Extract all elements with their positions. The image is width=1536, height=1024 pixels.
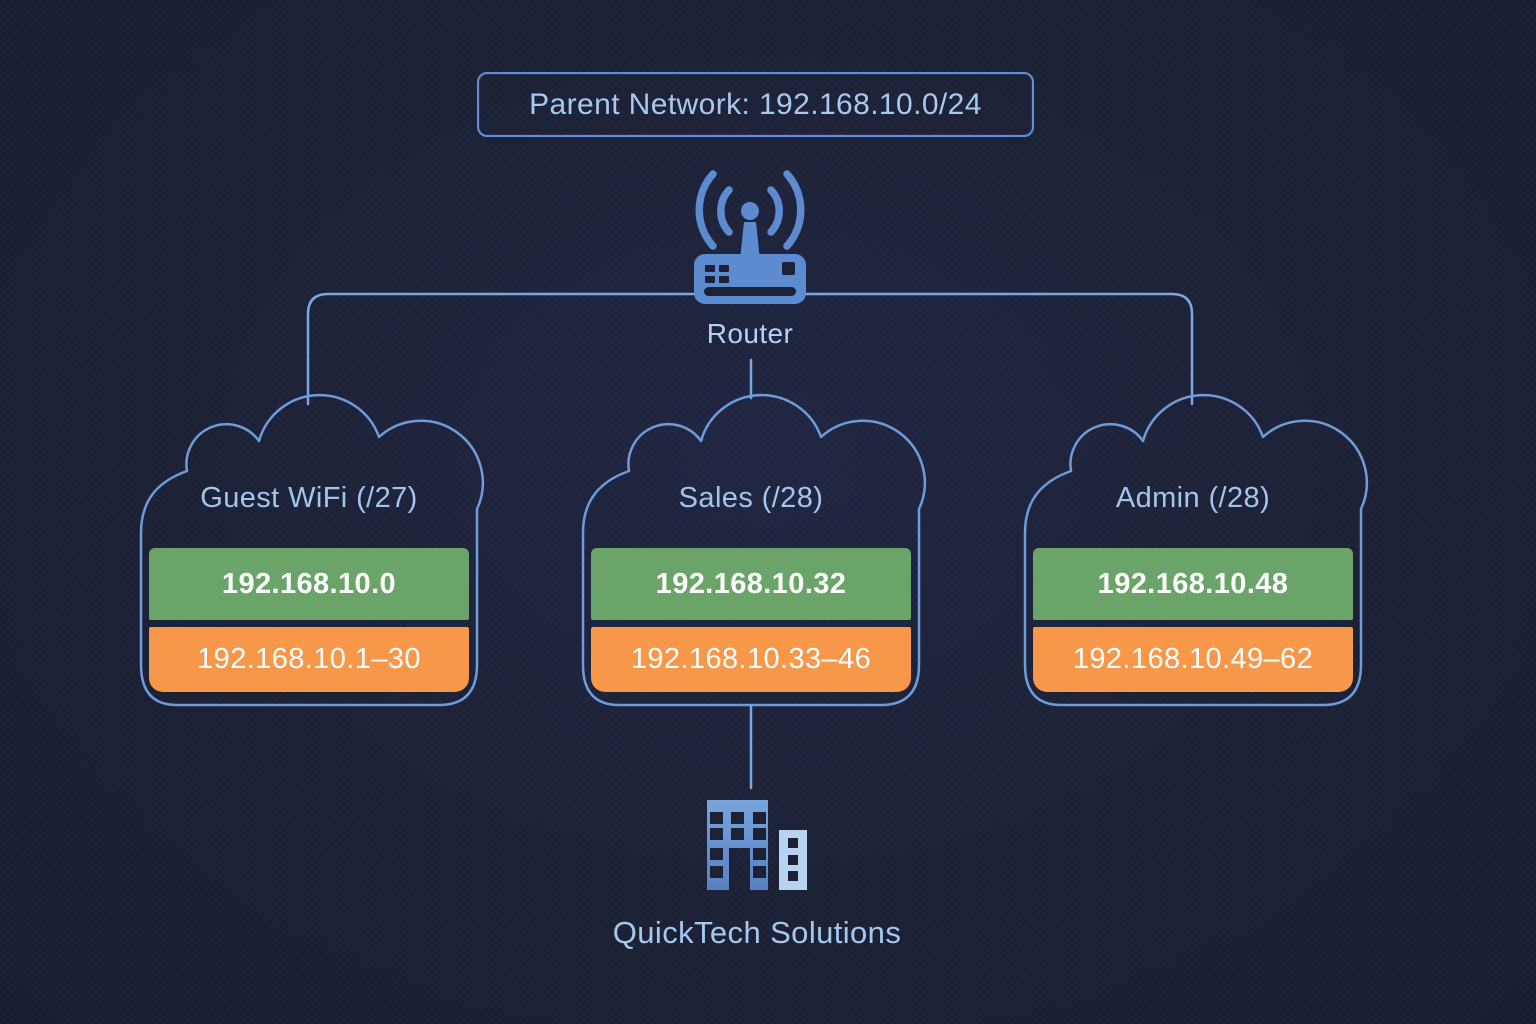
office-building-icon xyxy=(707,800,807,890)
subnet-node-admin: Admin (/28) 192.168.10.48 192.168.10.49–… xyxy=(1021,393,1365,709)
usable-range-badge: 192.168.10.49–62 xyxy=(1033,627,1353,692)
network-address-badge: 192.168.10.32 xyxy=(591,548,911,620)
subnet-name: Guest WiFi (/27) xyxy=(200,482,418,514)
parent-network-box: Parent Network: 192.168.10.0/24 xyxy=(477,72,1034,137)
network-address-badge: 192.168.10.48 xyxy=(1033,548,1353,620)
network-address-badge: 192.168.10.0 xyxy=(149,548,469,620)
parent-network-label: Parent Network: 192.168.10.0/24 xyxy=(529,87,982,121)
usable-range-badge: 192.168.10.1–30 xyxy=(149,627,469,692)
wifi-router-icon xyxy=(694,170,806,304)
connector-router-admin xyxy=(804,292,1194,406)
company-label: QuickTech Solutions xyxy=(612,915,902,950)
router-label: Router xyxy=(706,318,794,349)
subnet-node-sales: Sales (/28) 192.168.10.32 192.168.10.33–… xyxy=(579,393,923,709)
subnet-name: Admin (/28) xyxy=(1115,482,1271,514)
subnet-node-guest-wifi: Guest WiFi (/27) 192.168.10.0 192.168.10… xyxy=(137,393,481,709)
connector-router-guest xyxy=(306,292,696,406)
usable-range-badge: 192.168.10.33–46 xyxy=(591,627,911,692)
subnet-name: Sales (/28) xyxy=(678,482,824,514)
